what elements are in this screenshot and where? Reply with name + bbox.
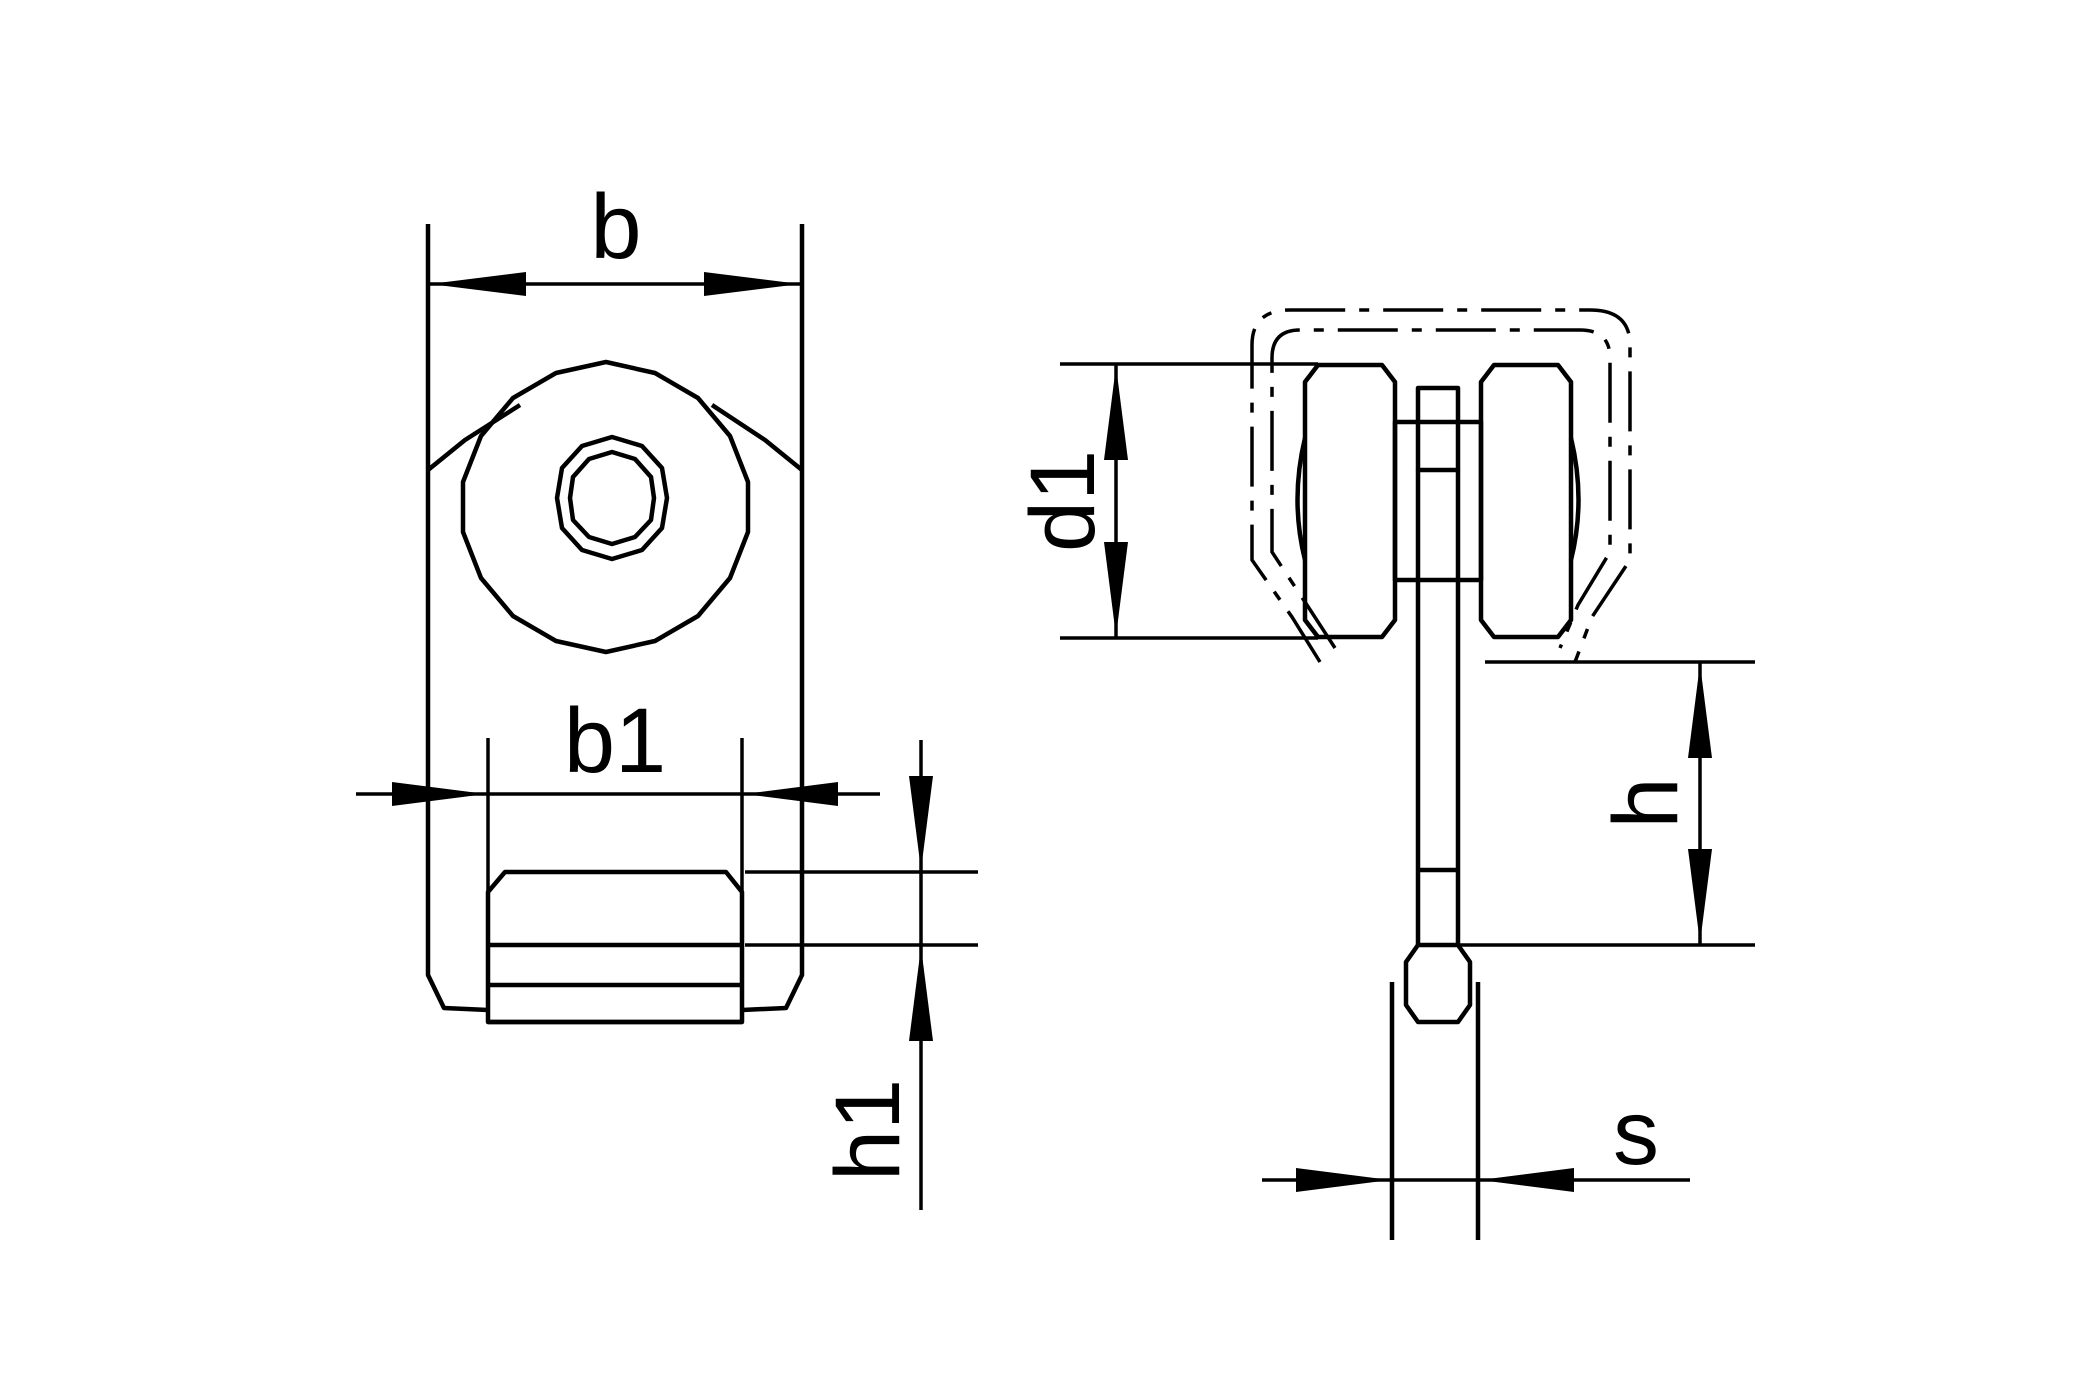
side-wheel-left-tread xyxy=(1295,437,1308,561)
track-profile-inner xyxy=(1270,328,1612,649)
side-web-stem xyxy=(1415,470,1461,945)
front-nut-outer xyxy=(554,434,670,562)
arrow-h1-bottom xyxy=(909,947,933,1041)
front-wheel xyxy=(460,359,751,655)
arrow-d1-top xyxy=(1104,366,1128,460)
front-body-outline xyxy=(425,224,805,1013)
dimension-b: b xyxy=(428,176,802,296)
front-nut-inner xyxy=(567,449,657,547)
side-web-top xyxy=(1415,385,1461,473)
side-wheel-right xyxy=(1478,362,1574,640)
arrow-s-left xyxy=(1296,1168,1390,1192)
side-view xyxy=(1250,308,1632,1240)
arrow-h-top xyxy=(1688,664,1712,758)
label-h1: h1 xyxy=(817,1079,919,1181)
side-stub-shaft xyxy=(1389,982,1481,1240)
front-shoulder-right xyxy=(710,403,804,472)
arrow-h1-top xyxy=(909,776,933,870)
front-shoulder-left xyxy=(426,403,522,472)
dimension-b1: b1 xyxy=(356,690,880,1022)
label-b1: b1 xyxy=(564,690,666,792)
arrow-s-right xyxy=(1480,1168,1574,1192)
label-b: b xyxy=(590,176,641,278)
arrow-b1-right xyxy=(744,782,838,806)
dimension-h1: h1 xyxy=(745,740,978,1210)
side-wheel-right-tread xyxy=(1568,437,1581,561)
side-axle-hub xyxy=(1392,419,1484,583)
arrow-b-left xyxy=(430,272,526,296)
side-stub-pin xyxy=(1403,942,1473,1025)
label-s: s xyxy=(1613,1082,1659,1184)
label-h: h xyxy=(1595,777,1697,828)
arrow-h-bottom xyxy=(1688,849,1712,943)
arrow-b-right xyxy=(704,272,800,296)
track-profile-outer xyxy=(1250,308,1632,663)
arrow-d1-bottom xyxy=(1104,542,1128,636)
dimension-h: h xyxy=(1458,660,1755,947)
arrow-b1-left xyxy=(392,782,486,806)
front-view xyxy=(425,224,805,1025)
dimension-d1: d1 xyxy=(1012,362,1318,640)
dimension-s: s xyxy=(1262,1082,1690,1192)
side-wheel-left xyxy=(1302,362,1398,640)
label-d1: d1 xyxy=(1012,450,1114,552)
